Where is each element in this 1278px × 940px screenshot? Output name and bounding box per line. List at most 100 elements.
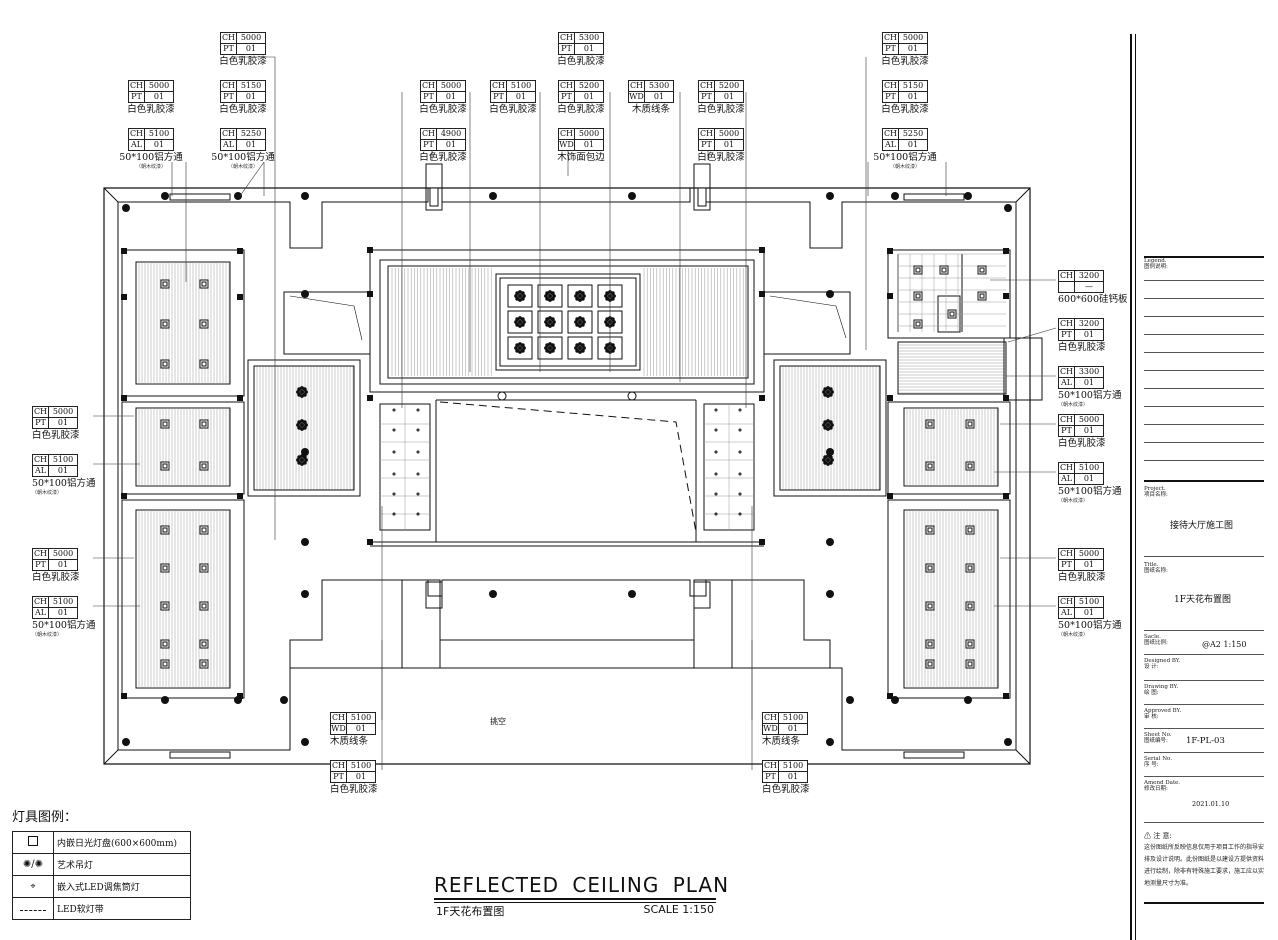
spot-light <box>738 472 742 476</box>
chandelier-cell <box>537 336 563 360</box>
amend-en: Amend Date. <box>1144 780 1181 786</box>
panel-light <box>199 525 209 535</box>
panel-light <box>965 419 975 429</box>
spot-light <box>392 450 396 454</box>
amend-cn: 修改日期: <box>1144 786 1168 792</box>
column-dot <box>628 192 636 200</box>
legend-row: ✺/✺ 艺术吊灯 <box>12 853 191 876</box>
spot-light <box>714 450 718 454</box>
sheet-title: 1F天花布置图 <box>1174 595 1231 605</box>
column-dot <box>301 738 309 746</box>
panel-light <box>925 659 935 669</box>
leader-line <box>232 56 276 540</box>
column-marker <box>237 395 243 401</box>
chandelier-cell <box>507 284 533 308</box>
tag-material: 白色乳胶漆 <box>419 152 467 163</box>
legend-table: 内嵌日光灯盘(600×600mm) ✺/✺ 艺术吊灯 ⌖ 嵌入式LED调焦筒灯 … <box>12 831 191 920</box>
column-marker <box>121 693 127 699</box>
chandelier-light <box>296 419 308 431</box>
legend-cn: 图例说明: <box>1144 264 1168 270</box>
scale-en: Sacle. <box>1144 634 1161 640</box>
approved-en: Approved BY. <box>1144 708 1182 714</box>
column-dot <box>964 192 972 200</box>
spot-light <box>714 512 718 516</box>
chandelier-cell <box>567 310 593 334</box>
panel-light <box>925 525 935 535</box>
column-dot <box>161 696 169 704</box>
column-dot <box>826 538 834 546</box>
tag-material: 50*100铝方通 <box>119 152 183 163</box>
chandelier-cell <box>537 310 563 334</box>
column-dot <box>301 290 309 298</box>
drawing-en: Drawing BY. <box>1144 684 1179 690</box>
panel-light <box>160 319 170 329</box>
spot-light <box>416 408 420 412</box>
chandelier-light <box>822 386 834 398</box>
panel-light <box>160 525 170 535</box>
serial-en: Serial No. <box>1144 756 1172 762</box>
legend-text: LED软灯带 <box>53 897 191 920</box>
tag-material: 50*100铝方通 <box>873 152 937 163</box>
legend-row: 内嵌日光灯盘(600×600mm) <box>12 831 191 854</box>
amend-date: 2021.01.10 <box>1192 800 1230 808</box>
panel-light <box>965 659 975 669</box>
square-panel-light-icon <box>28 836 38 846</box>
tag-material: 白色乳胶漆 <box>557 104 605 115</box>
column-dot <box>489 590 497 598</box>
panel-light <box>965 601 975 611</box>
aluminum-tube-hatching <box>138 262 1006 688</box>
panel-light <box>977 265 987 275</box>
scale-value: @A2 1:150 <box>1202 640 1247 649</box>
sheet-en: Sheet No. <box>1144 732 1172 738</box>
chandelier-light <box>514 342 526 354</box>
tag-material: 白色乳胶漆 <box>489 104 537 115</box>
column-dot <box>891 192 899 200</box>
sheet-cn: 图纸编号: <box>1144 738 1168 744</box>
column-marker <box>1003 293 1009 299</box>
ceiling-columns <box>121 192 1012 746</box>
panel-light <box>199 279 209 289</box>
tag-material: 木饰面包边 <box>557 152 605 163</box>
spot-light <box>714 408 718 412</box>
serial-cn: 序 号: <box>1144 762 1159 768</box>
spot-light <box>416 450 420 454</box>
tag-material: 50*100铝方通 <box>1058 390 1122 401</box>
spot-light <box>738 428 742 432</box>
panel-light <box>160 639 170 649</box>
column-dot <box>122 204 130 212</box>
wood-strip-hatching <box>380 253 1006 530</box>
tag-material: 白色乳胶漆 <box>419 104 467 115</box>
column-marker <box>237 493 243 499</box>
column-marker <box>121 395 127 401</box>
chandelier-light <box>296 454 308 466</box>
drawing-title-cn: 1F天花布置图 <box>436 905 505 918</box>
tag-material: 白色乳胶漆 <box>330 784 378 795</box>
chandelier-light <box>544 342 556 354</box>
tag-material: 白色乳胶漆 <box>127 104 175 115</box>
chandelier-cell <box>507 310 533 334</box>
panel-light <box>160 659 170 669</box>
